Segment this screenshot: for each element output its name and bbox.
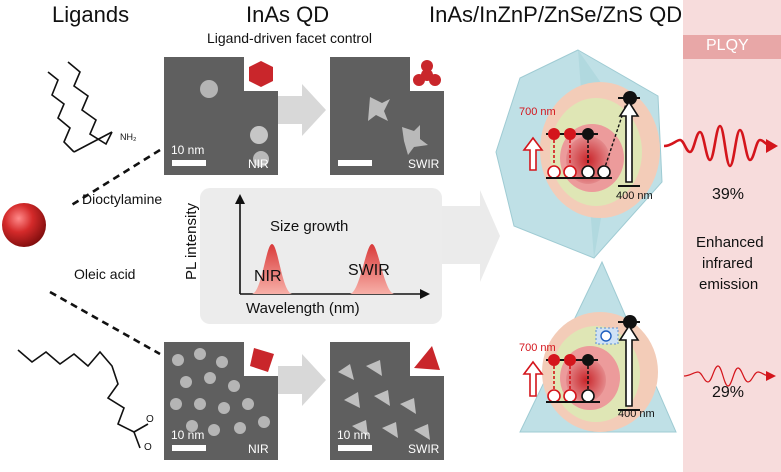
bottom-emission-wave (683, 365, 771, 387)
facet-control-label: Ligand-driven facet control (207, 30, 372, 46)
top-plqy-value: 39% (712, 186, 745, 203)
tem-top-right: SWIR (330, 57, 444, 175)
tem-bottom-right: 10 nm SWIR (330, 342, 444, 460)
pl-x-axis-head (420, 289, 430, 299)
tem-top-left-label: NIR (248, 157, 269, 171)
plqy-header-box (683, 35, 781, 59)
pl-title: Size growth (270, 218, 349, 235)
oleic-acid-dash (49, 290, 161, 356)
oleic-acid-chain (17, 349, 135, 433)
big-right-arrow (442, 190, 500, 282)
dioctylamine-chain-2 (67, 61, 113, 146)
oleic-acid-label: Oleic acid (74, 266, 136, 282)
bottom-plqy-value: 29% (712, 384, 745, 401)
nir-peak (252, 244, 292, 294)
plqy-header: PLQY (706, 37, 749, 54)
top-energy-diagram (522, 91, 640, 187)
inas-core-sphere (2, 203, 46, 247)
pl-xlabel: Wavelength (nm) (246, 300, 360, 317)
emission-note-1: Enhanced (696, 234, 764, 251)
pl-plot (235, 194, 430, 299)
bottom-absorption-label: 400 nm (618, 408, 655, 420)
dioctylamine-bond (73, 131, 113, 153)
dioctylamine-dash (69, 148, 161, 208)
tem-top-right-label: SWIR (408, 157, 440, 171)
bottom-transition-arrow (278, 354, 326, 406)
top-emission-wave (663, 124, 773, 168)
oleic-acid-carbonyl (133, 423, 149, 433)
oleic-acid-hydroxyl (133, 431, 141, 449)
tem-top-left-scale: 10 nm (171, 143, 205, 157)
pl-y-axis-head (235, 194, 245, 204)
emission-note-3: emission (699, 276, 759, 293)
top-excitation-label: 700 nm (519, 106, 556, 118)
inas-qd-header: InAs QD (246, 2, 330, 27)
acid-oxygen-2: O (144, 442, 152, 453)
nir-peak-label: NIR (254, 268, 282, 285)
dioctylamine-chain-1 (47, 71, 75, 153)
bottom-qd-core (566, 358, 606, 402)
plqy-band (683, 0, 781, 472)
core-shell-header: InAs/InZnP/ZnSe/ZnS QD (429, 2, 683, 27)
bottom-energy-diagram (522, 315, 640, 411)
tem-top-left: 10 nm NIR (164, 57, 278, 175)
top-emission-arrowhead (766, 139, 778, 153)
bottom-excitation-label: 700 nm (519, 342, 556, 354)
swir-peak (350, 244, 394, 294)
tem-bottom-right-scale: 10 nm (337, 428, 371, 442)
tem-bottom-left-scale: 10 nm (171, 428, 205, 442)
tem-bottom-left: 10 nm NIR (164, 342, 278, 460)
tem-bottom-right-label: SWIR (408, 442, 440, 456)
swir-peak-label: SWIR (348, 262, 390, 279)
top-transition-arrow (278, 84, 326, 136)
top-absorption-label: 400 nm (616, 190, 653, 202)
ligands-header: Ligands (52, 2, 130, 27)
amine-group: NH₂ (120, 132, 137, 142)
acid-oxygen-1: O (146, 414, 154, 425)
tem-bottom-left-label: NIR (248, 442, 269, 456)
emission-note-2: infrared (702, 255, 753, 272)
bottom-emission-arrowhead (766, 371, 776, 381)
dioctylamine-label: Dioctylamine (82, 191, 163, 207)
